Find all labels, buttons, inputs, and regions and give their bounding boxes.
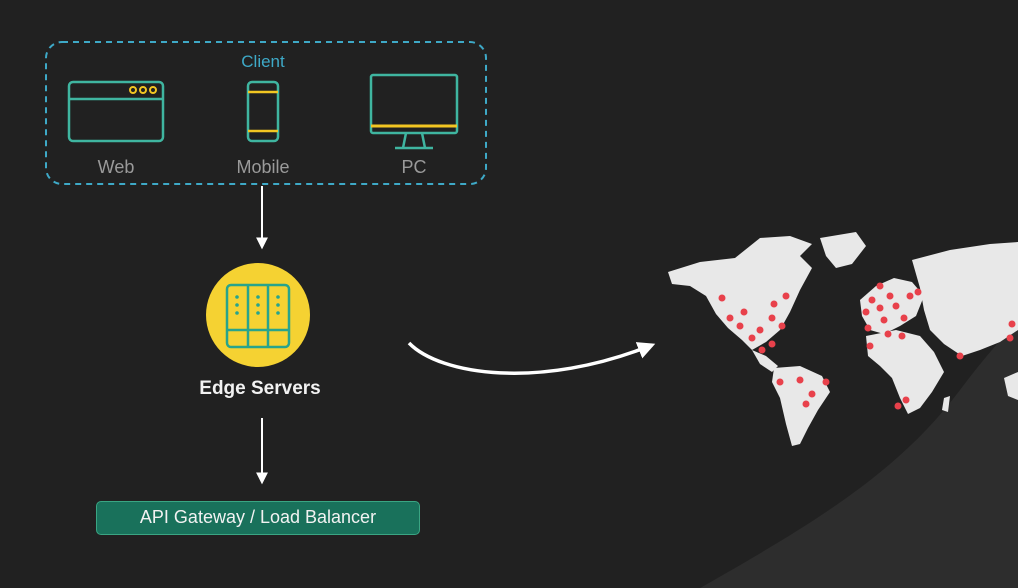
smartphone-icon xyxy=(246,80,280,143)
edge-servers-label: Edge Servers xyxy=(199,378,321,399)
desktop-monitor-icon xyxy=(369,73,459,150)
browser-window-icon xyxy=(67,80,165,143)
edge-location-dots xyxy=(718,282,1016,410)
world-map-icon xyxy=(668,232,1018,446)
pc-label: PC xyxy=(401,157,427,177)
web-label: Web xyxy=(97,157,135,177)
mobile-label: Mobile xyxy=(236,157,290,177)
client-group-box xyxy=(45,41,487,185)
api-gateway-box: API Gateway / Load Balancer xyxy=(96,501,420,535)
arrow-edge-to-world xyxy=(407,341,656,375)
client-group-title: Client xyxy=(241,52,285,71)
server-rack-icon xyxy=(206,263,310,367)
